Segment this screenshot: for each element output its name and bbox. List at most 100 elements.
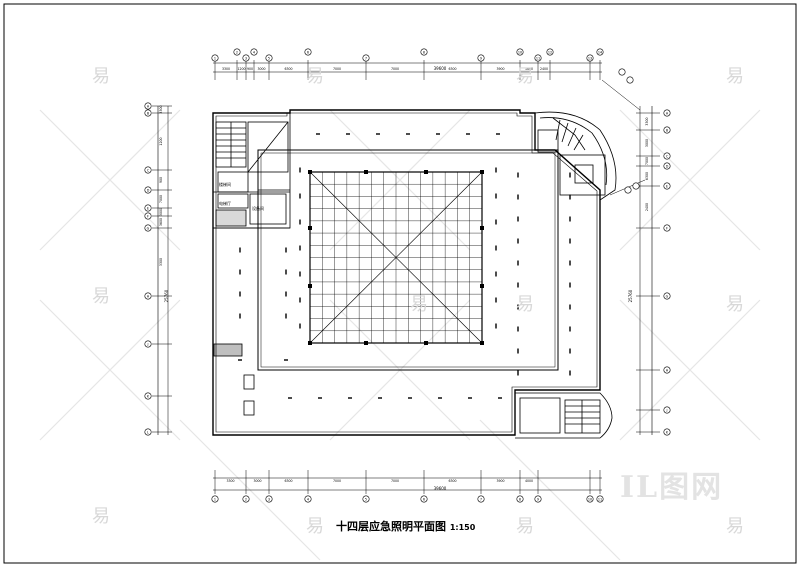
axis-bubble-circle	[144, 109, 152, 117]
axis-bubble: E	[144, 204, 152, 212]
axis-bubble: F	[663, 224, 671, 232]
dim-value-top: 900	[247, 67, 253, 71]
axis-bubble: 12	[546, 48, 554, 56]
dim-value-bottom: 6300	[448, 479, 456, 483]
axis-bubble-label: L	[147, 430, 149, 434]
axis-bubble-label: C	[666, 154, 669, 158]
axis-bubble-circle	[586, 495, 594, 503]
axis-bubble-circle	[144, 292, 152, 300]
axis-bubble-label: H	[147, 294, 150, 298]
axis-bubble-label: J	[666, 408, 668, 412]
axis-bubble-label: B	[666, 128, 669, 132]
axis-bubble-circle	[626, 76, 634, 84]
axis-bubble: 14	[596, 48, 604, 56]
axis-bubble-circle	[624, 186, 632, 194]
axis-bubble-circle	[477, 495, 485, 503]
dim-value-left: 3600	[159, 218, 163, 226]
axis-bubble-label: B	[147, 111, 150, 115]
axis-bubble: J	[663, 406, 671, 414]
axis-bubble: 8	[516, 495, 524, 503]
axis-bubble: 5	[265, 54, 273, 62]
axis-bubble: 4	[250, 48, 258, 56]
axis-bubble-circle	[632, 182, 640, 190]
axis-bubble-label: 6	[423, 497, 425, 501]
axis-bubble: 2	[233, 48, 241, 56]
dim-value-bottom: 4000	[525, 479, 533, 483]
axis-bubble-circle	[534, 54, 542, 62]
axis-bubble-circle	[144, 186, 152, 194]
bottom-stair-tower	[515, 392, 613, 439]
column-post	[308, 341, 312, 345]
axis-bubble	[624, 186, 632, 194]
emergency-light-fixtures	[238, 133, 571, 399]
axis-bubble-circle	[242, 54, 250, 62]
axis-bubble: G	[663, 292, 671, 300]
dim-value-left: 7000	[159, 195, 163, 203]
axis-bubble: 3	[242, 54, 250, 62]
axis-bubble-circle	[516, 495, 524, 503]
dim-value-top: 2400	[540, 67, 548, 71]
bottom-total-dim: 39600	[434, 486, 447, 491]
axis-bubble: 1	[211, 54, 219, 62]
dim-value-right: 6300	[645, 172, 649, 180]
dim-value-bottom: 3300	[226, 479, 234, 483]
dim-value-left: 3000	[159, 208, 163, 216]
axis-bubble: H	[663, 366, 671, 374]
dim-value-top: 3900	[496, 67, 504, 71]
axis-bubble-label: 6	[307, 50, 309, 54]
axis-bubble: 10	[586, 495, 594, 503]
dim-value-left: 1200	[159, 137, 163, 145]
axis-bubble: 3	[265, 495, 273, 503]
axis-bubble: 7	[477, 495, 485, 503]
column-post	[364, 170, 368, 174]
dim-value-left: 3300	[159, 258, 163, 266]
axis-bubble-circle	[663, 224, 671, 232]
dim-value-left: 900	[159, 177, 163, 183]
axis-bubble-circle	[144, 224, 152, 232]
dim-value-top: 1600	[525, 67, 533, 71]
axis-bubble-label: 3	[268, 497, 270, 501]
axis-bubble: D	[663, 162, 671, 170]
axis-bubble-circle	[242, 495, 250, 503]
axis-bubble-circle	[265, 54, 273, 62]
axis-bubble: A	[663, 109, 671, 117]
axis-bubble: A	[144, 102, 152, 110]
axis-bubble-circle	[211, 54, 219, 62]
axis-bubble: K	[144, 392, 152, 400]
axis-bubble-circle	[663, 109, 671, 117]
axis-bubble	[626, 76, 634, 84]
axis-bubble: 5	[362, 495, 370, 503]
drawing-title: 十四层应急照明平面图 1:150	[336, 518, 475, 534]
brand-watermark: IL图网	[620, 470, 724, 505]
axis-bubble-label: 9	[537, 497, 539, 501]
dim-value-top: 3300	[222, 67, 230, 71]
room-label-equip: 设备间	[252, 205, 264, 211]
axis-bubble: 11	[534, 54, 542, 62]
curved-stair-tower	[534, 111, 617, 201]
axis-bubble-circle	[304, 495, 312, 503]
axis-bubble-circle	[663, 182, 671, 190]
axis-bubble: 10	[516, 48, 524, 56]
axis-bubble-label: 1	[214, 497, 216, 501]
axis-bubble: F	[144, 212, 152, 220]
axis-bubble-label: 1	[214, 56, 216, 60]
axis-bubble-circle	[516, 48, 524, 56]
axis-bubble-circle	[663, 428, 671, 436]
right-total-dim: 25760	[628, 289, 633, 302]
axis-bubble-label: 8	[519, 497, 521, 501]
axis-bubble-label: 7	[365, 56, 367, 60]
column-post	[424, 341, 428, 345]
axis-bubble-label: 7	[480, 497, 482, 501]
axis-bubble-circle	[144, 102, 152, 110]
axis-bubble	[618, 68, 626, 76]
axis-bubble-label: E	[666, 184, 668, 188]
sheet-border	[3, 3, 797, 564]
axis-bubble-label: C	[147, 168, 150, 172]
dim-value-right: 2400	[645, 203, 649, 211]
room-label-elev-hall: 电梯厅	[219, 200, 231, 206]
dim-value-bottom: 7000	[333, 479, 341, 483]
column-post	[308, 226, 312, 230]
axis-bubble-label: D	[147, 188, 150, 192]
axis-bubble-circle	[546, 48, 554, 56]
